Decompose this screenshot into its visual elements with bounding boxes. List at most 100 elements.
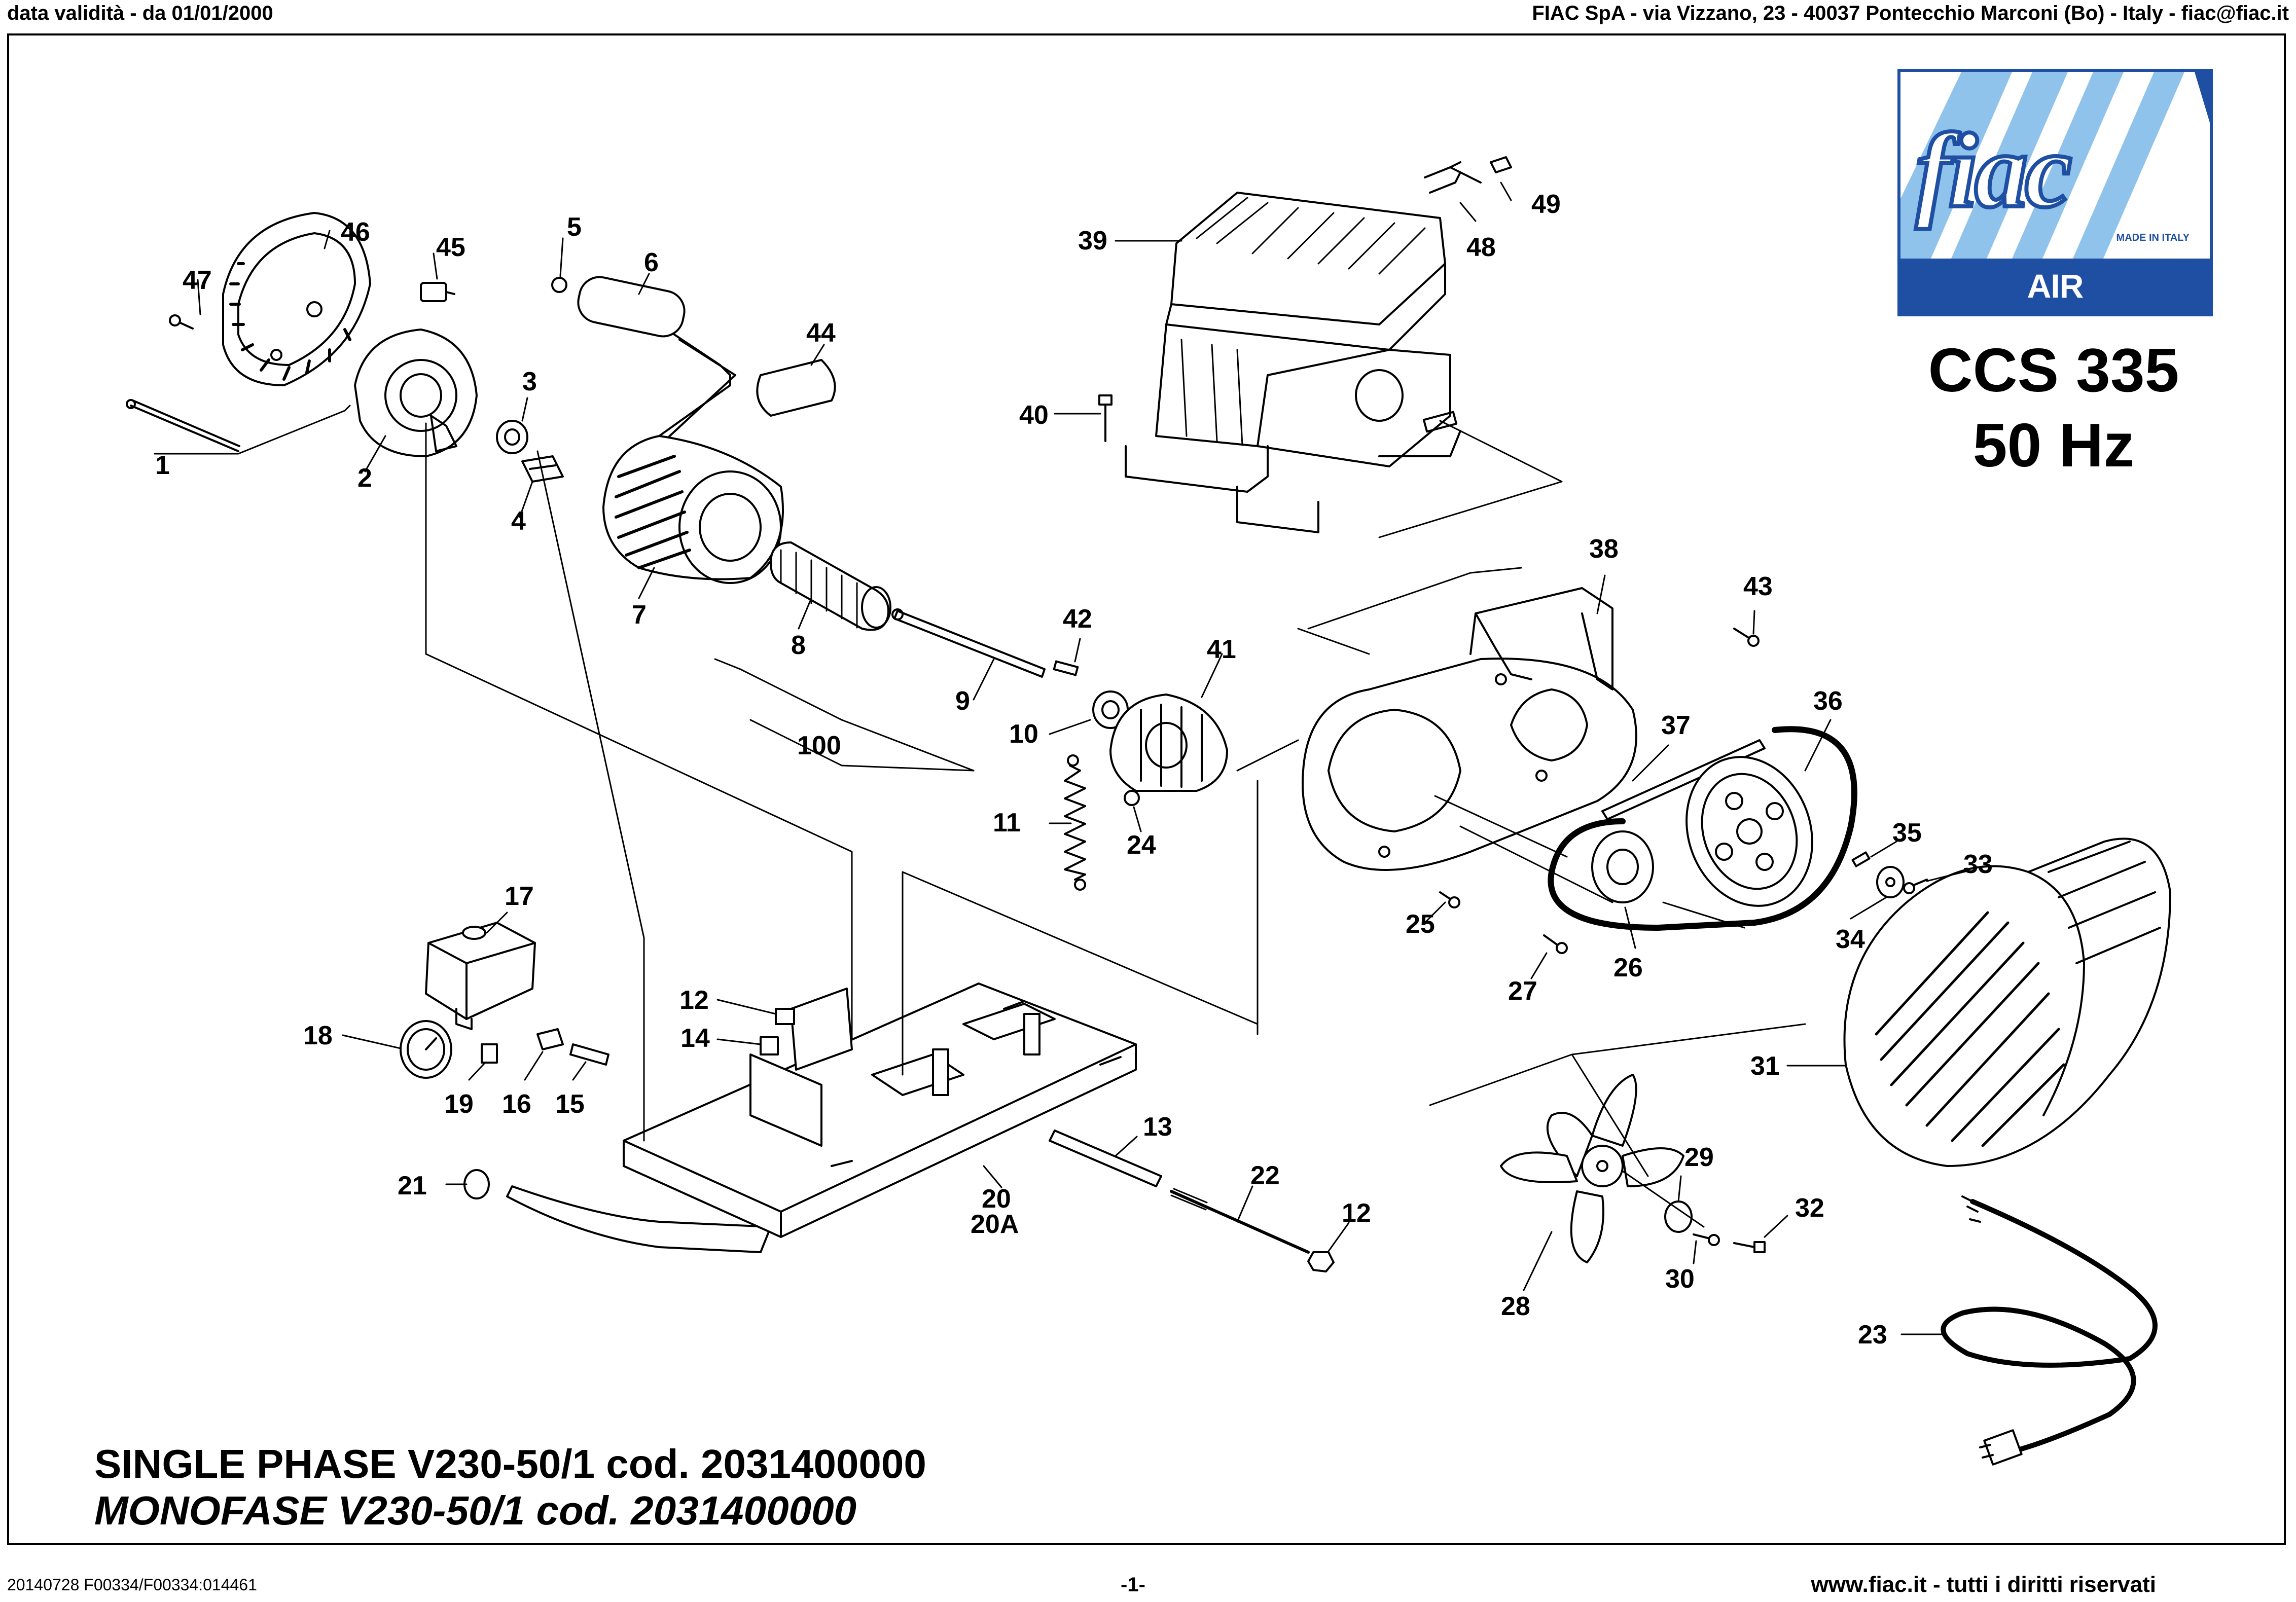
drawing-frame bbox=[7, 33, 2286, 1545]
callout-39: 39 bbox=[1078, 226, 1107, 256]
part-screw-30 bbox=[1693, 1233, 1720, 1246]
callout-47: 47 bbox=[183, 266, 212, 295]
callout-21: 21 bbox=[398, 1171, 427, 1200]
part-rotor bbox=[770, 541, 891, 631]
part-screw-43 bbox=[1733, 628, 1760, 647]
callout-36: 36 bbox=[1813, 686, 1843, 716]
part-bearing-3 bbox=[496, 420, 528, 454]
part-bolt-40 bbox=[1098, 394, 1113, 442]
page-number: -1- bbox=[1121, 1574, 1145, 1596]
part-nut-12 bbox=[1307, 1251, 1335, 1272]
part-end-cap-41 bbox=[1109, 694, 1228, 792]
callout-38: 38 bbox=[1589, 534, 1619, 564]
logo-tagline: AIR COMPRESSORS bbox=[1900, 259, 2210, 313]
callout-24: 24 bbox=[1127, 830, 1156, 860]
part-nut-5 bbox=[551, 277, 567, 293]
callout-11: 11 bbox=[993, 808, 1021, 838]
part-fitting-12 bbox=[775, 1008, 795, 1025]
company-address: FIAC SpA - via Vizzano, 23 - 40037 Ponte… bbox=[1532, 2, 2289, 24]
title-english: SINGLE PHASE V230-50/1 cod. 2031400000 bbox=[94, 1441, 926, 1486]
part-tie-rod bbox=[126, 399, 240, 452]
callout-3: 3 bbox=[522, 367, 537, 396]
part-washer-34 bbox=[1876, 866, 1905, 898]
part-belt-guard-front bbox=[1843, 838, 2171, 1167]
callout-13: 13 bbox=[1143, 1112, 1172, 1142]
logo-upper-panel: fiac MADE IN ITALY bbox=[1900, 72, 2210, 259]
part-key-35 bbox=[1851, 851, 1871, 867]
part-pump-assembly bbox=[1125, 156, 1512, 533]
part-nut-24 bbox=[1124, 790, 1140, 806]
callout-18: 18 bbox=[303, 1021, 333, 1050]
callout-33: 33 bbox=[1963, 850, 1993, 879]
part-bolt-45 bbox=[420, 282, 455, 302]
part-fitting-19 bbox=[481, 1043, 498, 1064]
validity-date: data validità - da 01/01/2000 bbox=[7, 2, 273, 24]
part-pressure-gauge bbox=[400, 1020, 452, 1079]
part-fitting-16 bbox=[536, 1028, 564, 1050]
part-valve-15 bbox=[569, 1043, 609, 1066]
part-pressure-switch bbox=[425, 922, 536, 1030]
callout-2: 2 bbox=[357, 463, 372, 493]
document-code: 20140728 F00334/F00334:014461 bbox=[7, 1576, 257, 1594]
callout-46: 46 bbox=[341, 217, 370, 247]
callout-22: 22 bbox=[1250, 1161, 1280, 1190]
part-screw-47 bbox=[169, 314, 194, 330]
part-clip-4 bbox=[521, 455, 564, 483]
part-shaft bbox=[891, 608, 1046, 678]
part-rod-22 bbox=[1170, 1188, 1310, 1254]
callout-30: 30 bbox=[1665, 1264, 1695, 1294]
logo-wordmark: fiac bbox=[1914, 112, 2074, 230]
logo-made-in-italy: MADE IN ITALY bbox=[2116, 232, 2190, 243]
part-belt-guard-rear bbox=[1302, 587, 1637, 871]
part-key-42 bbox=[1053, 660, 1079, 676]
callout-26: 26 bbox=[1613, 953, 1643, 982]
callout-31: 31 bbox=[1750, 1051, 1780, 1081]
callout-10: 10 bbox=[1009, 719, 1038, 749]
callout-44: 44 bbox=[806, 318, 836, 348]
callout-37: 37 bbox=[1661, 711, 1691, 740]
callout-25: 25 bbox=[1406, 909, 1435, 939]
part-sleeve-44 bbox=[756, 359, 836, 417]
callout-8: 8 bbox=[791, 631, 806, 660]
callout-4: 4 bbox=[511, 506, 526, 536]
callout-48: 48 bbox=[1466, 233, 1496, 262]
model-name: CCS 335 bbox=[1928, 336, 2179, 405]
callout-45: 45 bbox=[436, 233, 465, 262]
leader-lines bbox=[154, 181, 1968, 1335]
part-screw-32 bbox=[1733, 1241, 1766, 1253]
callout-42: 42 bbox=[1063, 604, 1092, 634]
callout-49: 49 bbox=[1531, 190, 1561, 219]
callout-labels: 1 2 3 4 5 6 7 8 9 10 11 12 12 13 14 15 1… bbox=[155, 190, 1993, 1350]
callout-17: 17 bbox=[505, 882, 534, 911]
part-fitting-14 bbox=[760, 1036, 779, 1055]
part-stator bbox=[602, 435, 784, 584]
callout-41: 41 bbox=[1207, 635, 1236, 664]
website-rights: www.fiac.it - tutti i diritti riservati bbox=[1811, 1572, 2156, 1597]
part-power-cable bbox=[1941, 1195, 2158, 1466]
part-pulley-36 bbox=[1548, 726, 1857, 931]
callout-12a: 12 bbox=[679, 986, 709, 1015]
part-fan-28 bbox=[1500, 1074, 1684, 1263]
part-tube-13 bbox=[1049, 1130, 1162, 1187]
callout-32: 32 bbox=[1795, 1193, 1824, 1223]
callout-19: 19 bbox=[444, 1089, 474, 1119]
callout-1: 1 bbox=[155, 451, 170, 480]
callout-27: 27 bbox=[1508, 976, 1537, 1006]
callout-34: 34 bbox=[1836, 925, 1865, 954]
callout-28: 28 bbox=[1501, 1292, 1530, 1321]
callout-5: 5 bbox=[567, 212, 582, 242]
callout-14: 14 bbox=[680, 1024, 710, 1053]
title-italian: MONOFASE V230-50/1 cod. 2031400000 bbox=[94, 1488, 857, 1533]
part-screw-27 bbox=[1543, 934, 1568, 954]
part-fitting-21 bbox=[463, 1169, 490, 1199]
callout-43: 43 bbox=[1743, 572, 1773, 601]
callout-40: 40 bbox=[1019, 401, 1049, 430]
part-end-bracket bbox=[354, 329, 478, 457]
callout-20: 20 bbox=[982, 1184, 1011, 1214]
callout-16: 16 bbox=[502, 1089, 531, 1119]
part-screw-25 bbox=[1439, 891, 1460, 908]
part-spring bbox=[1064, 754, 1086, 891]
callout-6: 6 bbox=[644, 248, 659, 277]
callout-12b: 12 bbox=[1342, 1198, 1371, 1228]
model-block: CCS 335 50 Hz bbox=[1876, 333, 2231, 483]
